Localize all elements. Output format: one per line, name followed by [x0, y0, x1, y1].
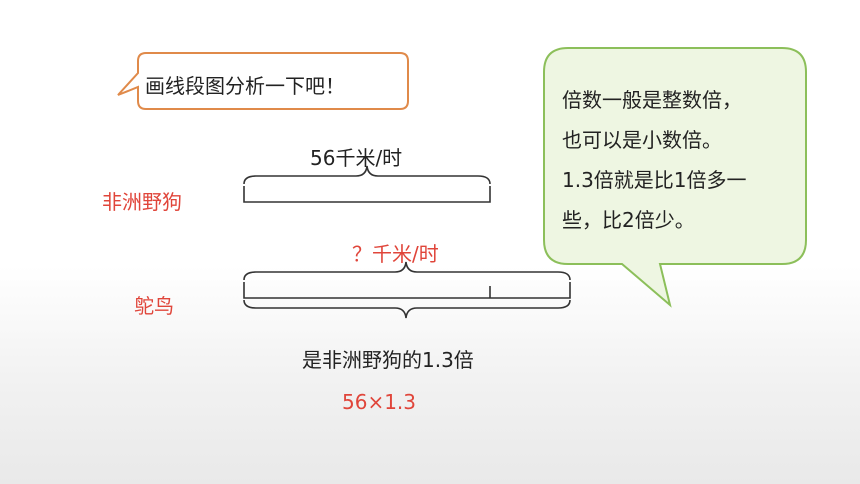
dog-label: 非洲野狗: [102, 190, 182, 214]
note-line: 些，比2倍少。: [562, 208, 695, 232]
note-line: 倍数一般是整数倍，: [562, 88, 742, 112]
prompt-bubble-shape: [117, 52, 409, 110]
ostrich-bottom-brace: [243, 299, 571, 319]
dog-segment: [243, 186, 491, 203]
dog-brace: [243, 165, 491, 185]
ostrich-speed-label: ？千米/时: [352, 242, 439, 266]
formula: 56×1.3: [342, 390, 417, 414]
note-bubble-text: 倍数一般是整数倍， 也可以是小数倍。 1.3倍就是比1倍多一 些，比2倍少。: [562, 80, 797, 240]
note-line: 1.3倍就是比1倍多一: [562, 168, 747, 192]
note-line: 也可以是小数倍。: [562, 128, 722, 152]
ostrich-top-brace: [243, 261, 571, 281]
ostrich-label: 鸵鸟: [134, 294, 174, 318]
ostrich-segment: [243, 282, 571, 299]
dog-speed-label: 56千米/时: [310, 146, 403, 170]
note-bubble-shape: [543, 47, 807, 308]
prompt-bubble-text: 画线段图分析一下吧！: [145, 74, 345, 98]
ostrich-relation-label: 是非洲野狗的1.3倍: [302, 348, 474, 372]
